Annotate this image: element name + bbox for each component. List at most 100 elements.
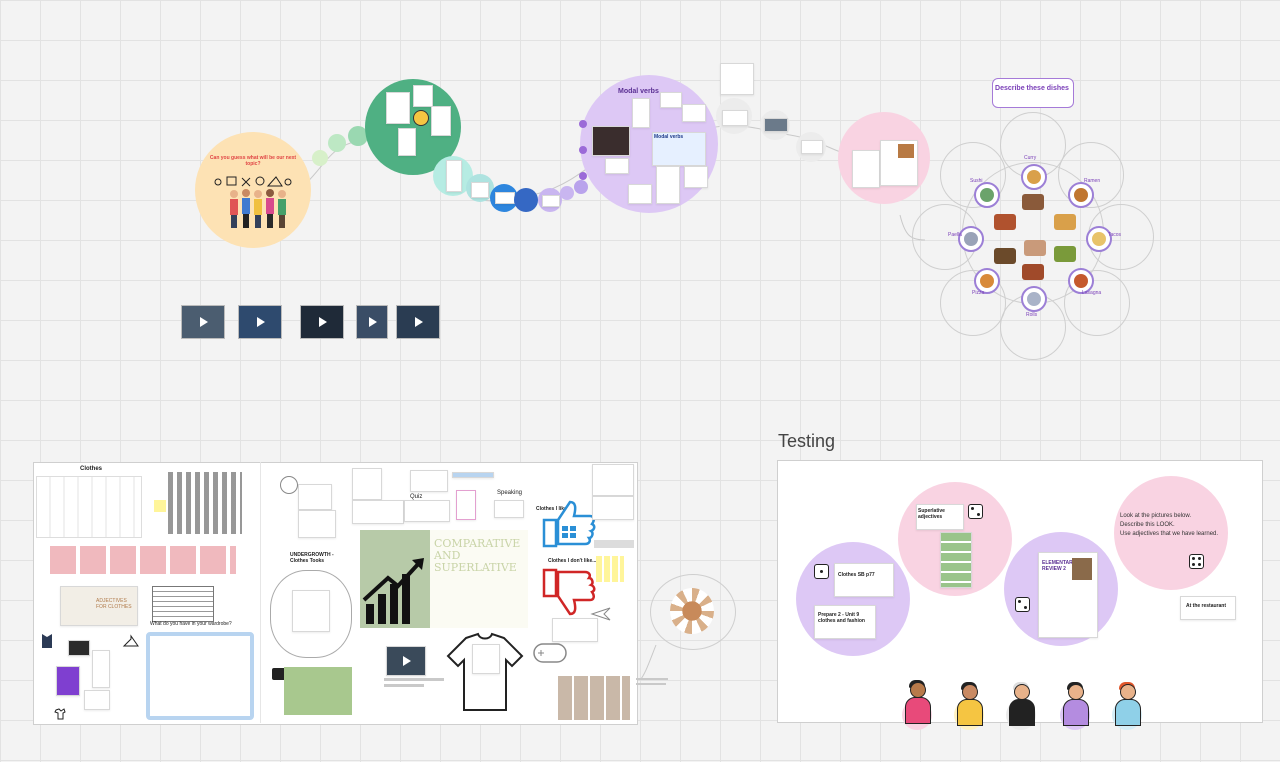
modal-card[interactable] — [684, 166, 708, 188]
video-thumbnail[interactable] — [238, 305, 282, 339]
mini-dish-cluster[interactable] — [670, 588, 714, 634]
lesson-card[interactable] — [352, 468, 382, 500]
instruction-line: Look at the pictures below. — [1120, 513, 1192, 519]
video-thumbnail[interactable] — [396, 305, 440, 339]
chain-circle[interactable] — [560, 186, 574, 200]
adjectives-card-text: ADJECTIVES FOR CLOTHES — [96, 598, 132, 610]
small-card[interactable] — [764, 118, 788, 132]
modal-card[interactable] — [632, 98, 650, 128]
small-card[interactable] — [56, 666, 80, 696]
small-card[interactable] — [84, 690, 110, 710]
wardrobe-image-frame[interactable] — [146, 632, 254, 720]
sticky-note[interactable] — [154, 500, 166, 512]
photo-strip[interactable] — [592, 464, 634, 496]
lesson-card[interactable] — [410, 470, 448, 492]
vocab-table — [152, 586, 214, 622]
photo-strip[interactable] — [592, 496, 634, 520]
person-illustration — [904, 680, 931, 724]
text-placeholder — [384, 684, 424, 687]
video-thumbnail[interactable] — [300, 305, 344, 339]
person-illustration — [1008, 682, 1035, 726]
dish-name: Lasagna — [1082, 290, 1102, 296]
dish-name: Rolls — [1026, 312, 1038, 318]
cloud-card[interactable] — [292, 590, 330, 632]
sticky-notes[interactable] — [596, 556, 624, 582]
text-placeholder — [636, 683, 666, 685]
clothes-sb-card[interactable] — [834, 563, 894, 597]
connector-dot — [312, 150, 328, 166]
speaking-label: Speaking — [497, 490, 523, 496]
small-card[interactable] — [801, 140, 823, 154]
purple-marker — [579, 146, 587, 154]
clothes-cards-row[interactable] — [50, 546, 236, 574]
clothes-vocab-grid[interactable] — [36, 476, 142, 538]
dish-icon-tacos — [1086, 226, 1112, 252]
modal-card[interactable] — [628, 184, 652, 204]
chain-card[interactable] — [542, 195, 560, 207]
chain-card[interactable] — [471, 182, 489, 198]
comparative-panel[interactable] — [430, 530, 528, 628]
tshirt-card[interactable] — [472, 644, 500, 674]
play-icon — [200, 317, 208, 327]
chain-card[interactable] — [446, 160, 462, 192]
elementary-image — [1072, 558, 1092, 580]
chain-circle[interactable] — [574, 180, 588, 194]
purple-marker — [579, 120, 587, 128]
modal-card[interactable] — [656, 166, 680, 204]
topic-guess-circle[interactable] — [195, 132, 311, 248]
instruction-line: Describe this LOOK. — [1120, 522, 1175, 528]
small-card[interactable] — [722, 110, 748, 126]
testing-circle[interactable] — [1114, 476, 1228, 590]
green-card[interactable] — [413, 85, 433, 107]
video-thumbnail[interactable] — [181, 305, 225, 339]
video-card[interactable] — [386, 646, 426, 676]
lesson-card[interactable] — [552, 618, 598, 642]
adjectives-card[interactable] — [60, 586, 138, 626]
prepare-card[interactable] — [814, 605, 876, 639]
suit-icon — [42, 634, 52, 648]
quiz-label: Quiz — [410, 494, 423, 500]
dish-name: Paella — [948, 232, 962, 238]
pink-card[interactable] — [852, 150, 880, 188]
dice-icon — [814, 564, 829, 579]
modal-card[interactable] — [605, 158, 629, 174]
green-card[interactable] — [386, 92, 410, 124]
lesson-card[interactable] — [452, 472, 494, 478]
lesson-card[interactable] — [298, 484, 332, 510]
dish-name: Curry — [1024, 155, 1037, 161]
green-card[interactable] — [431, 106, 451, 136]
describe-dishes-box[interactable] — [992, 78, 1074, 108]
play-icon — [415, 317, 423, 327]
superlative-image[interactable] — [940, 532, 972, 588]
lesson-card[interactable] — [494, 500, 524, 518]
modal-card[interactable] — [652, 132, 706, 166]
text-placeholder — [636, 678, 668, 680]
modal-card[interactable] — [682, 104, 706, 122]
modal-card[interactable] — [592, 126, 630, 156]
dish-icon-paella — [958, 226, 984, 252]
small-card[interactable] — [92, 650, 110, 688]
dish-name: Tacos — [1108, 232, 1122, 238]
lesson-card[interactable] — [298, 510, 336, 538]
chain-card[interactable] — [495, 192, 515, 204]
frame-divider — [260, 462, 261, 723]
floating-card[interactable] — [720, 63, 754, 95]
comparative-text: COMPARATIVE AND SUPERLATIVE — [434, 537, 521, 574]
video-thumbnail[interactable] — [356, 305, 388, 339]
green-card[interactable] — [398, 128, 416, 156]
restaurant-card[interactable] — [1180, 596, 1236, 620]
clothes-i-dont-like-label: Clothes I don't like... — [548, 558, 597, 564]
dish-photo — [994, 248, 1016, 264]
thumbs-down-icon — [542, 568, 596, 616]
superlative-card[interactable] — [916, 504, 964, 530]
dish-icon-ramen — [1068, 182, 1094, 208]
dish-photo — [1022, 194, 1044, 210]
lesson-card[interactable] — [404, 500, 450, 522]
clothes-sb-card-title: Clothes SB p77 — [838, 572, 875, 578]
modal-card[interactable] — [660, 92, 682, 108]
lesson-card[interactable] — [352, 500, 404, 524]
small-card[interactable] — [68, 640, 90, 656]
sticky-card[interactable] — [456, 490, 476, 520]
chain-circle[interactable] — [514, 188, 538, 212]
